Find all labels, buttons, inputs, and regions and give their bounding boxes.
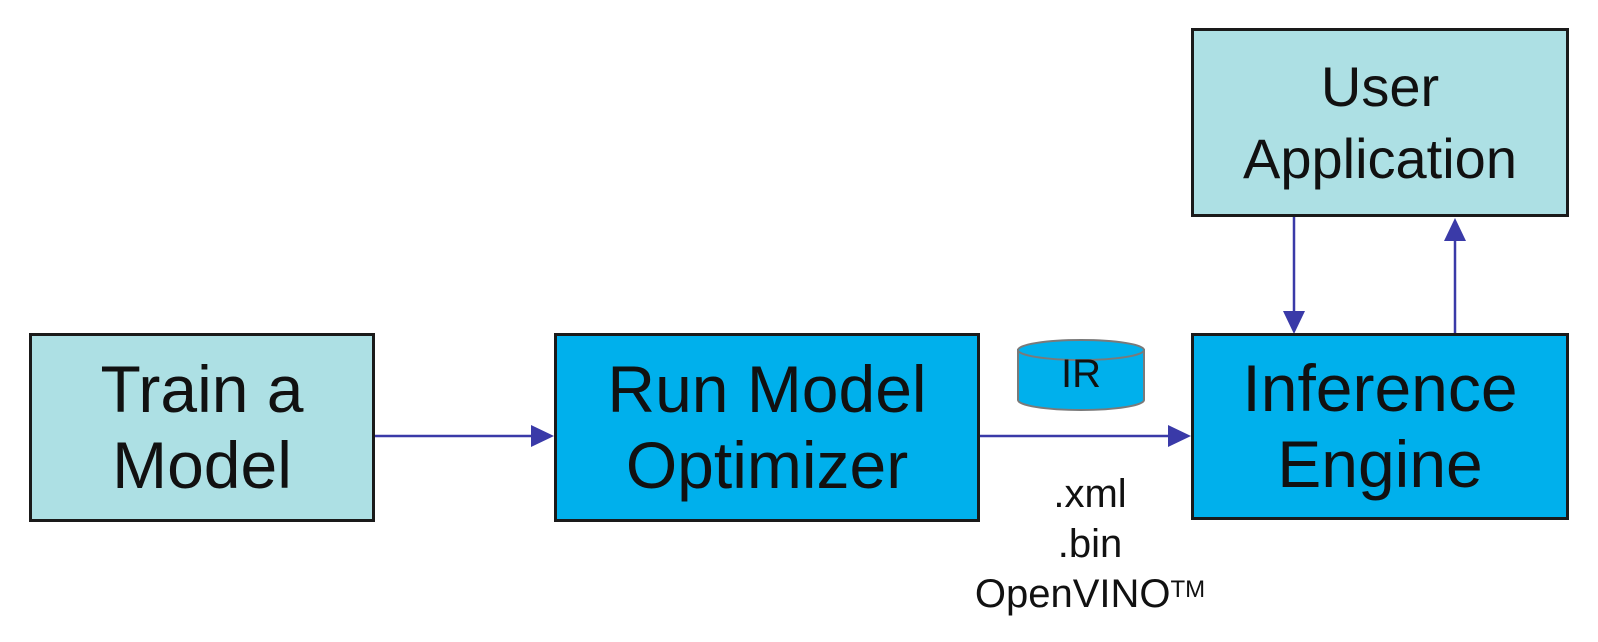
arrow-user-to-engine — [1283, 217, 1305, 334]
model-optimizer-label-line1: Run Model — [607, 351, 927, 426]
train-model-label-line2: Model — [112, 427, 292, 502]
ir-label: IR — [1061, 352, 1101, 396]
ir-file-list: .xml .bin OpenVINOTM — [940, 469, 1240, 619]
inference-engine-label-line2: Engine — [1277, 426, 1483, 501]
openvino-brand: OpenVINO — [974, 572, 1171, 616]
arrow-train-to-optimizer — [375, 425, 554, 447]
train-model-label-line1: Train a — [100, 351, 304, 426]
bin-file-label: .bin — [1057, 522, 1123, 566]
arrow-engine-to-user — [1444, 218, 1466, 333]
xml-file-label: .xml — [1053, 472, 1127, 516]
model-optimizer-node: Run Model Optimizer — [554, 333, 980, 522]
openvino-label: OpenVINOTM — [940, 569, 1240, 619]
arrow-optimizer-to-engine — [980, 425, 1191, 447]
inference-engine-node: Inference Engine — [1191, 333, 1569, 520]
user-application-label-line2: Application — [1243, 126, 1517, 190]
model-optimizer-label-line2: Optimizer — [625, 427, 909, 502]
user-application-label-line1: User — [1320, 54, 1440, 118]
train-model-node: Train a Model — [29, 333, 375, 522]
inference-engine-label-line1: Inference — [1242, 350, 1518, 425]
trademark-mark: TM — [1170, 576, 1206, 603]
user-application-node: User Application — [1191, 28, 1569, 217]
